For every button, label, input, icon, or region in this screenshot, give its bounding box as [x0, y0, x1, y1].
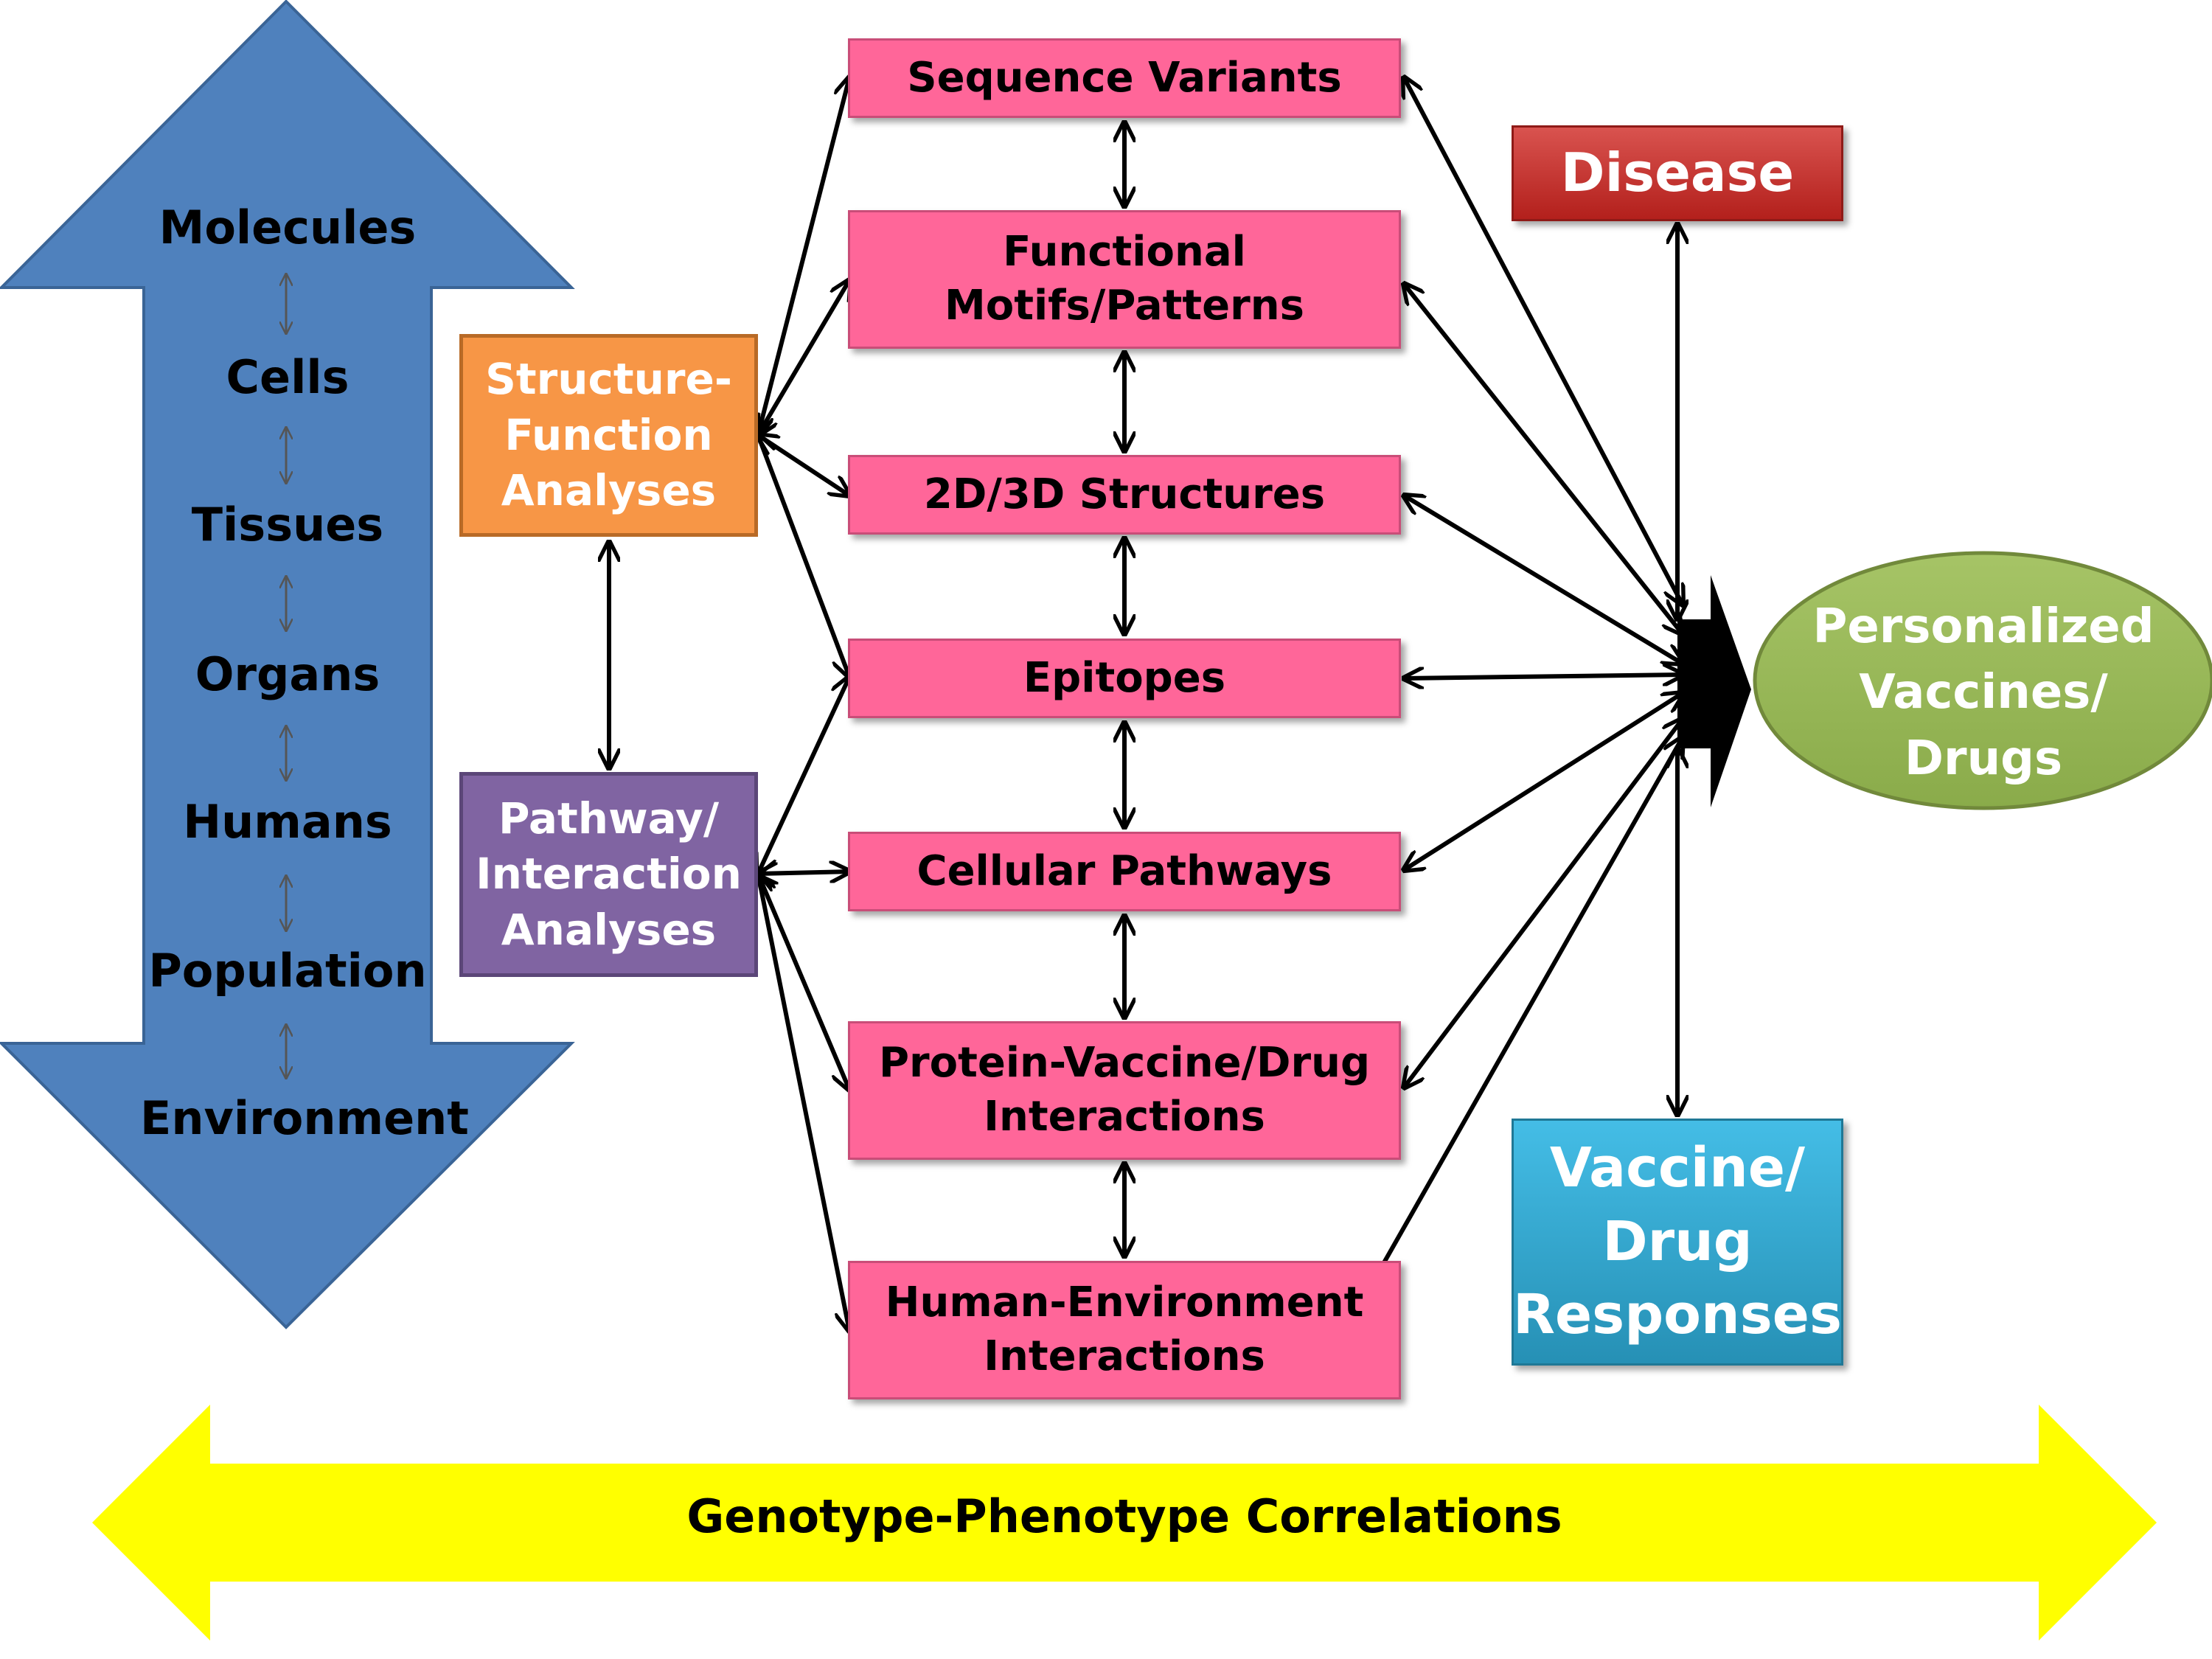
pathway-to-protein [758, 874, 849, 1090]
disease-box: Disease [1512, 125, 1843, 221]
sf-to-motifs [758, 280, 849, 435]
levels-double-arrow [0, 0, 575, 1329]
pathway-to-human-env [758, 874, 849, 1331]
genotype-phenotype-arrow [92, 1405, 2157, 1641]
level-molecules: Molecules [159, 201, 417, 254]
convergence-arrowhead [1677, 575, 1751, 807]
level-humans: Humans [183, 795, 392, 849]
structures-2d-3d-box: 2D/3D Structures [848, 455, 1401, 535]
level-environment: Environment [140, 1091, 469, 1145]
sequence-variants-box: Sequence Variants [848, 38, 1401, 118]
protein-to-outcome [1404, 719, 1683, 1088]
protein-vaccine-drug-interactions-box: Protein-Vaccine/Drug Interactions [848, 1021, 1401, 1160]
pathway-to-cellular [758, 872, 849, 874]
level-cells: Cells [226, 350, 349, 404]
personalized-vaccines-drugs-label: Personalized Vaccines/ Drugs [1812, 599, 2154, 786]
pathway-interaction-analyses-box: Pathway/ Interaction Analyses [459, 772, 758, 977]
epitopes-box: Epitopes [848, 639, 1401, 718]
outcome-ellipse [1753, 551, 2212, 810]
structures-to-outcome [1404, 495, 1683, 664]
sf-to-sequence [758, 77, 849, 435]
structure-function-analyses-box: Structure- Function Analyses [459, 334, 758, 537]
genotype-phenotype-label: Genotype-Phenotype Correlations [686, 1489, 1562, 1543]
sf-to-epitopes [758, 435, 849, 677]
human-environment-interactions-box: Human-Environment Interactions [848, 1261, 1401, 1399]
vaccine-drug-responses-box: Vaccine/ Drug Responses [1512, 1119, 1843, 1366]
human-env-to-outcome [1364, 737, 1683, 1298]
level-organs: Organs [195, 647, 380, 701]
functional-motifs-box: Functional Motifs/Patterns [848, 210, 1401, 349]
level-tissues: Tissues [191, 498, 384, 552]
epitopes-to-outcome [1404, 675, 1683, 678]
cellular-to-outcome [1404, 693, 1683, 870]
pathway-to-epitopes [758, 677, 849, 874]
level-population: Population [148, 944, 427, 998]
cellular-pathways-box: Cellular Pathways [848, 832, 1401, 911]
